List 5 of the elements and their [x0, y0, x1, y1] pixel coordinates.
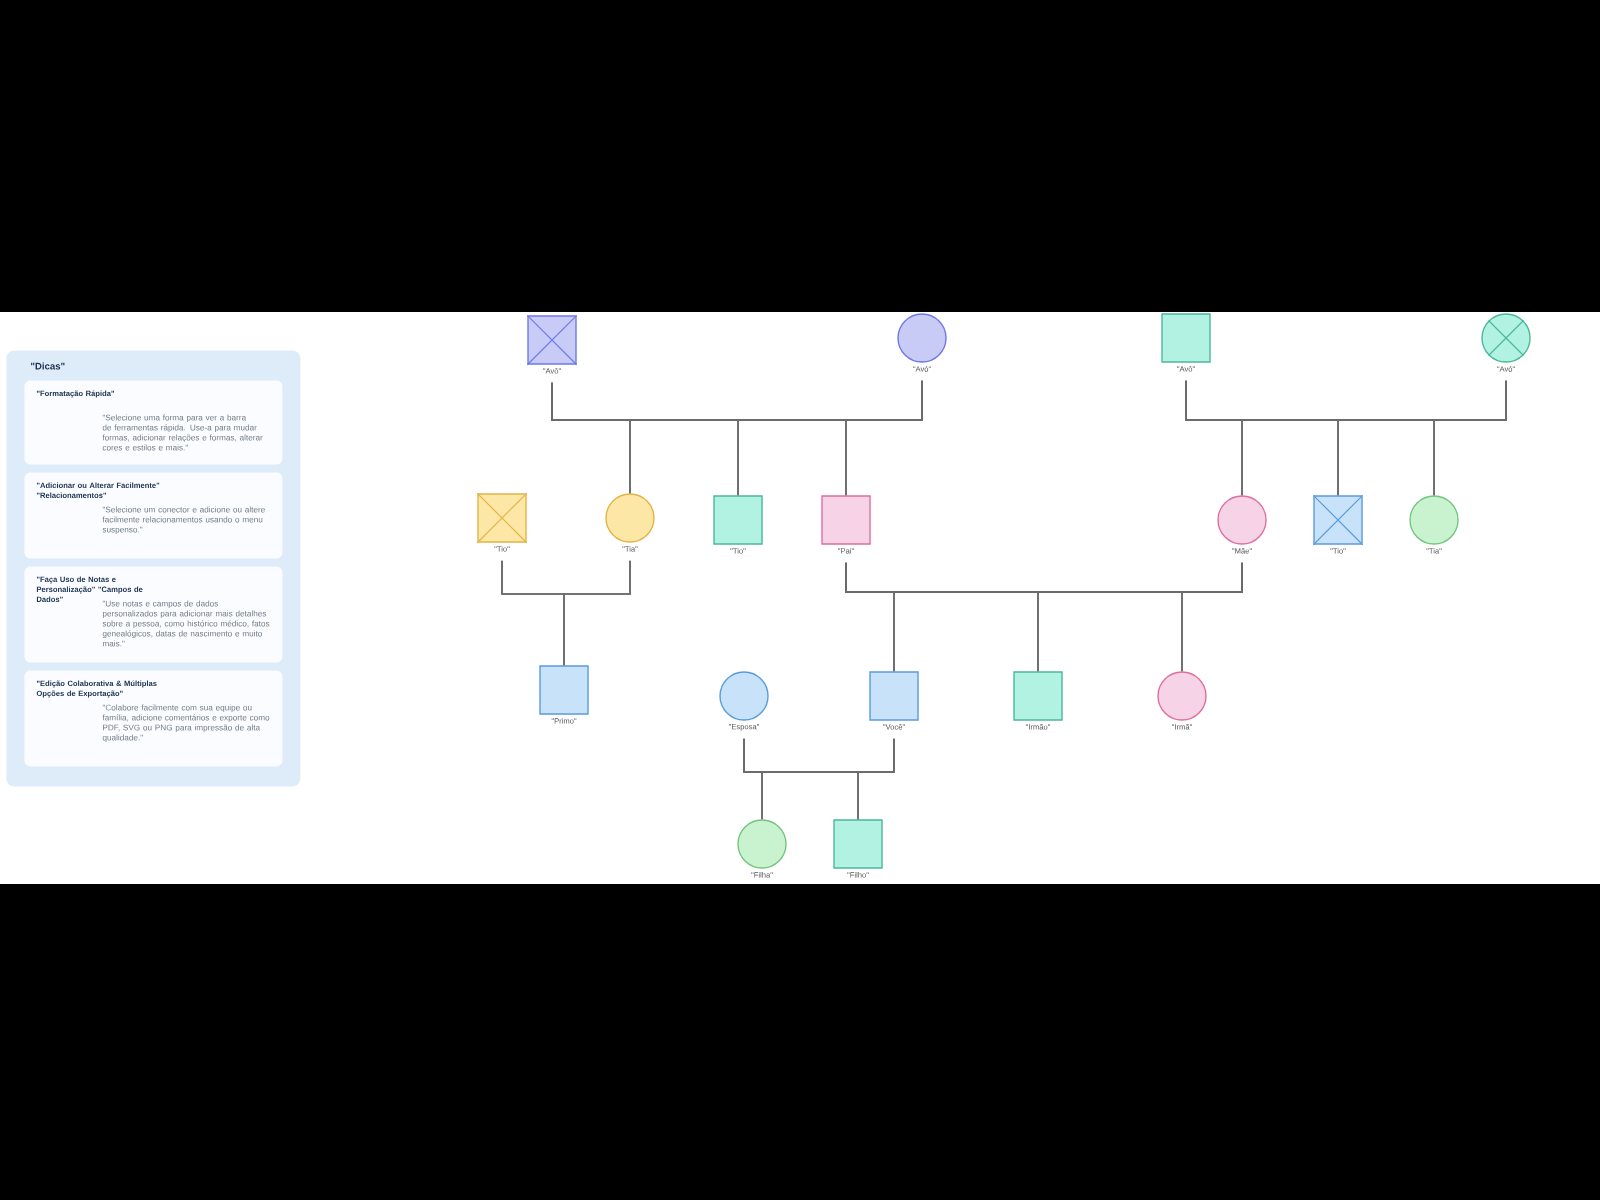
connector-line [1433, 379, 1507, 497]
connector-line [857, 737, 895, 821]
connector-line [1181, 561, 1243, 673]
connector-line [845, 379, 923, 497]
connector-line [563, 559, 631, 667]
